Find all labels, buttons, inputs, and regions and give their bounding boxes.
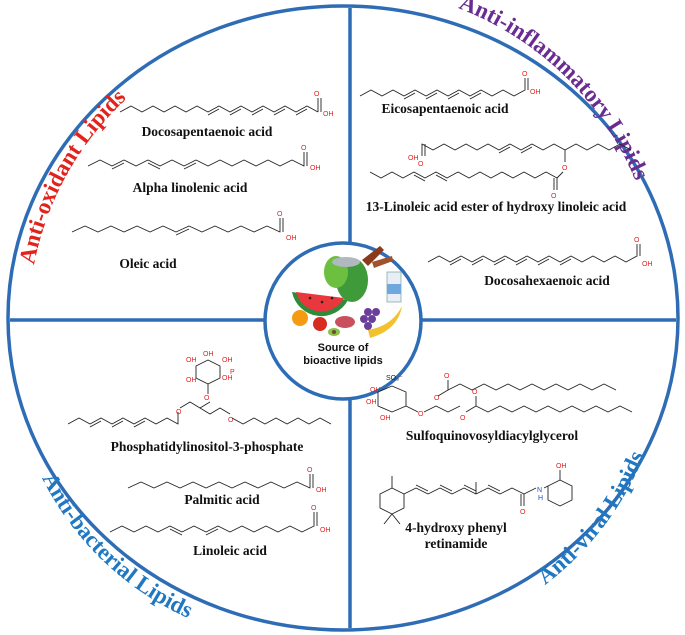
grapes-icon (360, 308, 380, 330)
svg-text:O: O (307, 467, 313, 474)
quadrant-antioxidant: O OH Docosapentaenoic acid O OH Alpha li… (71, 91, 334, 271)
center-food-illustration (292, 246, 402, 338)
svg-text:O: O (277, 211, 283, 218)
svg-text:OH: OH (320, 527, 331, 534)
svg-text:O: O (311, 505, 317, 512)
svg-text:O: O (460, 415, 466, 422)
svg-text:OH: OH (366, 399, 377, 406)
compound-pi3p: Phosphatidylinositol-3-phosphate (111, 439, 304, 454)
center-caption-line2: bioactive lipids (303, 355, 382, 367)
svg-text:OH: OH (316, 487, 327, 494)
structure-docosapentaenoic-acid: O OH (119, 91, 334, 118)
compound-palmitic-acid: Palmitic acid (184, 492, 260, 507)
svg-text:OH: OH (222, 375, 233, 382)
svg-text:O: O (520, 509, 526, 516)
fish-icon (332, 257, 360, 267)
svg-text:O: O (634, 237, 640, 244)
compound-docosapentaenoic-acid: Docosapentaenoic acid (142, 124, 273, 139)
orange-icon (292, 310, 308, 326)
svg-text:OH: OH (408, 155, 419, 162)
carrot-icon (362, 246, 384, 266)
compound-fenretinide-line2: retinamide (425, 536, 488, 551)
compound-lahla: 13-Linoleic acid ester of hydroxy linole… (366, 199, 627, 214)
svg-text:H: H (538, 495, 543, 502)
svg-text:OH: OH (203, 351, 214, 358)
svg-text:O: O (444, 373, 450, 380)
svg-text:O: O (472, 389, 478, 396)
svg-text:O: O (204, 395, 210, 402)
svg-text:OH: OH (222, 357, 233, 364)
svg-text:N: N (537, 487, 542, 494)
svg-text:O: O (551, 193, 557, 200)
svg-text:OH: OH (286, 235, 297, 242)
structure-oleic-acid: O OH (71, 211, 297, 242)
svg-text:O: O (418, 161, 424, 168)
structure-linoleic-acid: O OH (109, 505, 331, 536)
svg-text:O: O (434, 395, 440, 402)
structure-docosahexaenoic-acid: O OH (427, 237, 653, 268)
svg-text:P: P (230, 369, 235, 376)
quadrant-antibacterial: OH OH OH OH OH P O O O Phosphatidylinosi… (67, 351, 332, 558)
structure-fenretinide: O N H OH (379, 463, 573, 525)
svg-text:OH: OH (186, 357, 197, 364)
svg-text:OH: OH (370, 387, 381, 394)
structure-lahla: OH O O O (369, 143, 632, 200)
compound-fenretinide-line1: 4-hydroxy phenyl (405, 520, 507, 535)
svg-text:O: O (301, 145, 307, 152)
quadrant-antiinflammatory: O OH Eicosapentaenoic acid OH O O O 13-L… (359, 71, 653, 288)
svg-text:OH: OH (556, 463, 567, 470)
compound-sqdg: Sulfoquinovosyldiacylglycerol (406, 428, 579, 443)
quadrant-antiviral: SO₃⁻ OH OH OH O O O O O Sulfoquinovosyld… (366, 373, 633, 551)
compound-docosahexaenoic-acid: Docosahexaenoic acid (484, 273, 610, 288)
structure-pi3p: OH OH OH OH OH P O O O (67, 351, 332, 428)
structure-eicosapentaenoic-acid: O OH (359, 71, 541, 100)
svg-text:SO₃⁻: SO₃⁻ (386, 375, 403, 382)
structure-alpha-linolenic-acid: O OH (87, 145, 321, 172)
svg-text:OH: OH (530, 89, 541, 96)
structure-sqdg: SO₃⁻ OH OH OH O O O O O (366, 373, 633, 422)
compound-alpha-linolenic-acid: Alpha linolenic acid (133, 180, 248, 195)
svg-text:O: O (176, 409, 182, 416)
svg-text:OH: OH (310, 165, 321, 172)
compound-eicosapentaenoic-acid: Eicosapentaenoic acid (381, 101, 509, 116)
svg-text:OH: OH (323, 111, 334, 118)
svg-text:OH: OH (642, 261, 653, 268)
svg-text:O: O (228, 417, 234, 424)
svg-text:O: O (418, 411, 424, 418)
meat-icon (335, 316, 355, 328)
structure-palmitic-acid: O OH (127, 467, 327, 494)
compound-oleic-acid: Oleic acid (119, 256, 177, 271)
svg-text:O: O (522, 71, 528, 78)
svg-text:O: O (314, 91, 320, 98)
svg-text:OH: OH (380, 415, 391, 422)
svg-text:O: O (562, 165, 568, 172)
banana-icon (368, 306, 402, 338)
svg-text:OH: OH (186, 377, 197, 384)
center-caption-line1: Source of (318, 342, 369, 354)
tomato-icon (313, 317, 327, 331)
compound-linoleic-acid: Linoleic acid (193, 543, 267, 558)
